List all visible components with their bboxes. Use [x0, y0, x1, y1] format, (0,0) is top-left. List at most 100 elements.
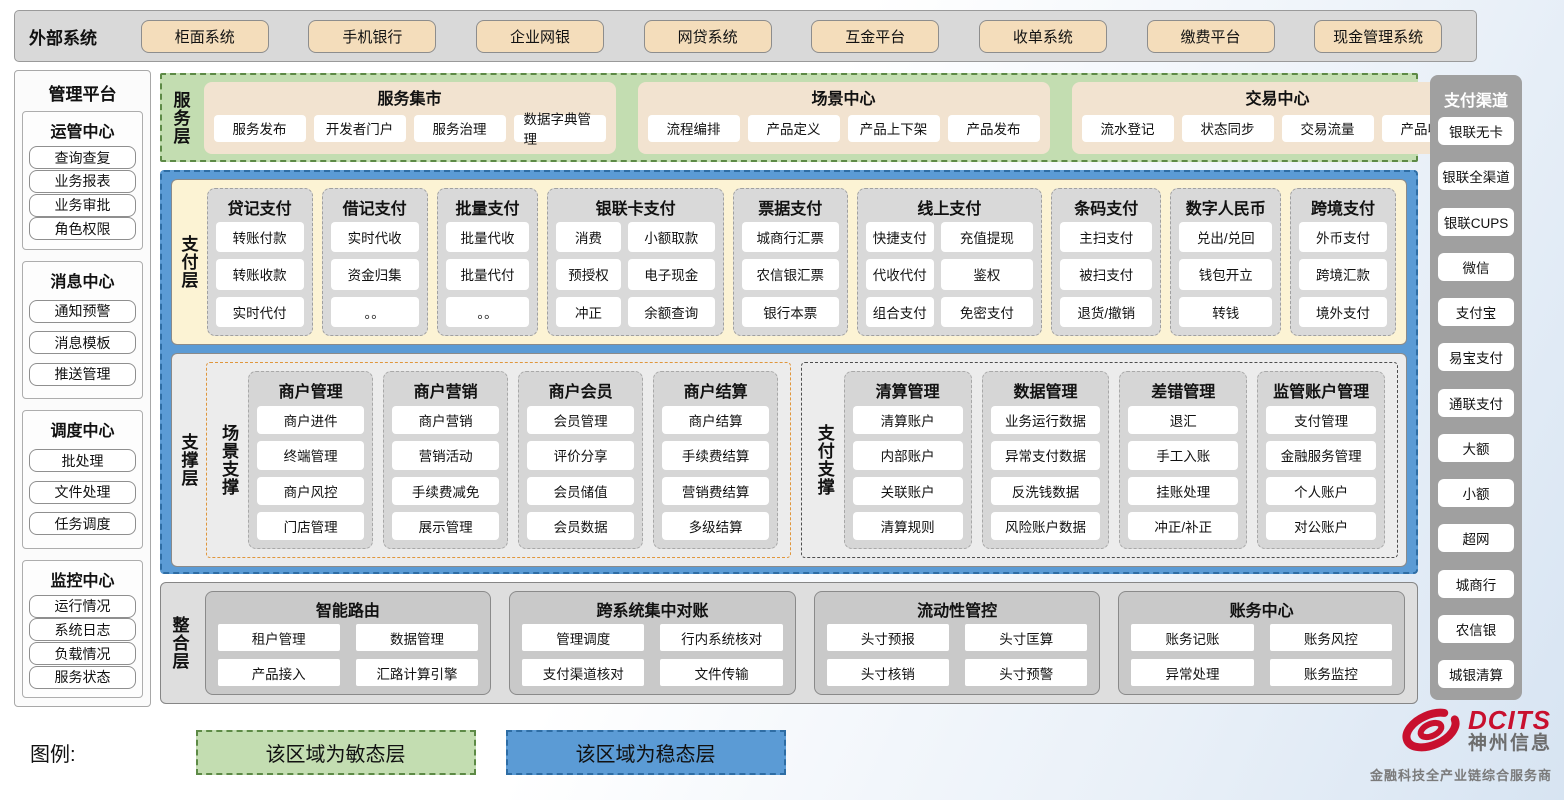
payment-channels-items: 银联无卡银联全渠道银联CUPS微信支付宝易宝支付通联支付大额小额超网城商行农信银… [1438, 117, 1514, 688]
payment-item: 跨境汇款 [1299, 259, 1387, 289]
external-system-box: 手机银行 [308, 20, 436, 53]
service-panel-items: 流程编排产品定义产品上下架产品发布 [648, 109, 1040, 148]
service-item: 服务发布 [214, 115, 306, 142]
payment-channel-item: 超网 [1438, 524, 1514, 552]
support-item: 业务运行数据 [991, 406, 1101, 434]
management-group-items: 通知预警消息模板推送管理 [29, 296, 136, 391]
legend-agile-box: 该区域为敏态层 [196, 730, 476, 775]
payment-item: 预授权 [556, 259, 620, 289]
payment-column: 批量支付批量代收批量代付。。 [437, 188, 539, 336]
payment-item: 代收代付 [866, 259, 934, 289]
management-item: 业务审批 [29, 194, 136, 217]
management-item: 负载情况 [29, 642, 136, 665]
service-item: 服务治理 [414, 115, 506, 142]
management-item: 通知预警 [29, 300, 136, 323]
integration-panel-title: 账务中心 [1131, 594, 1392, 624]
support-item: 手工入账 [1128, 441, 1238, 469]
support-item: 门店管理 [257, 512, 364, 540]
management-item: 服务状态 [29, 666, 136, 689]
integration-panel: 流动性管控头寸预报头寸匡算头寸核销头寸预警 [814, 591, 1101, 695]
integration-panel-items: 租户管理数据管理产品接入汇路计算引擎 [218, 624, 479, 686]
support-item: 挂账处理 [1128, 477, 1238, 505]
integration-item: 汇路计算引擎 [356, 659, 478, 686]
support-item: 评价分享 [527, 441, 634, 469]
support-item: 会员数据 [527, 512, 634, 540]
payment-column-items: 实时代收资金归集。。 [331, 222, 419, 327]
payment-item: 银行本票 [742, 297, 839, 327]
management-item: 任务调度 [29, 512, 136, 535]
integration-item: 文件传输 [660, 659, 782, 686]
external-system-box: 现金管理系统 [1314, 20, 1442, 53]
support-column: 差错管理退汇手工入账挂账处理冲正/补正 [1119, 371, 1247, 549]
management-item: 文件处理 [29, 481, 136, 504]
support-column-items: 退汇手工入账挂账处理冲正/补正 [1128, 406, 1238, 540]
management-item: 角色权限 [29, 217, 136, 240]
payment-column: 借记支付实时代收资金归集。。 [322, 188, 428, 336]
support-column-items: 商户进件终端管理商户风控门店管理 [257, 406, 364, 540]
integration-item: 头寸匡算 [965, 624, 1087, 651]
service-panel-title: 服务集市 [214, 85, 606, 109]
service-panel-title: 场景中心 [648, 85, 1040, 109]
main-architecture-area: 服务层 服务集市服务发布开发者门户服务治理数据字典管理场景中心流程编排产品定义产… [160, 73, 1418, 704]
payment-channel-item: 通联支付 [1438, 389, 1514, 417]
management-item: 业务报表 [29, 170, 136, 193]
management-item: 消息模板 [29, 331, 136, 354]
support-item: 营销费结算 [662, 477, 769, 505]
payment-item: 实时代付 [216, 297, 304, 327]
management-group: 监控中心运行情况系统日志负载情况服务状态 [22, 560, 143, 699]
payment-item: 主扫支付 [1060, 222, 1152, 252]
management-group-title: 运管中心 [29, 116, 136, 146]
payment-column: 跨境支付外币支付跨境汇款境外支付 [1290, 188, 1396, 336]
payment-layer: 支付层 贷记支付转账付款转账收款实时代付借记支付实时代收资金归集。。批量支付批量… [171, 179, 1407, 345]
integration-panel-items: 账务记账账务风控异常处理账务监控 [1131, 624, 1392, 686]
payment-channel-item: 银联CUPS [1438, 208, 1514, 236]
support-item: 关联账户 [853, 477, 963, 505]
service-panel-items: 流水登记状态同步交易流量产品收益 [1082, 109, 1474, 148]
support-column-title: 清算管理 [853, 376, 963, 406]
payment-item: 资金归集 [331, 259, 419, 289]
integration-panel: 跨系统集中对账管理调度行内系统核对支付渠道核对文件传输 [509, 591, 796, 695]
payment-item: 余额查询 [628, 297, 715, 327]
management-group: 消息中心通知预警消息模板推送管理 [22, 261, 143, 400]
payment-item: 退货/撤销 [1060, 297, 1152, 327]
payment-column-title: 银联卡支付 [556, 193, 715, 222]
payment-item: 境外支付 [1299, 297, 1387, 327]
support-section-columns: 商户管理商户进件终端管理商户风控门店管理商户营销商户营销营销活动手续费减免展示管… [248, 371, 778, 549]
logo-tagline: 金融科技全产业链综合服务商 [1370, 765, 1552, 784]
support-item: 退汇 [1128, 406, 1238, 434]
payment-item: 鉴权 [941, 259, 1033, 289]
support-layer-label: 支撑层 [178, 433, 198, 487]
service-item: 流水登记 [1082, 115, 1174, 142]
service-item: 交易流量 [1282, 115, 1374, 142]
integration-item: 账务记账 [1131, 624, 1253, 651]
support-item: 反洗钱数据 [991, 477, 1101, 505]
payment-item: 城商行汇票 [742, 222, 839, 252]
payment-column: 条码支付主扫支付被扫支付退货/撤销 [1051, 188, 1161, 336]
external-systems-label: 外部系统 [29, 24, 121, 49]
payment-channel-item: 农信银 [1438, 615, 1514, 643]
payment-channel-item: 支付宝 [1438, 298, 1514, 326]
payment-channel-item: 易宝支付 [1438, 343, 1514, 371]
payment-channel-item: 银联无卡 [1438, 117, 1514, 145]
management-group: 调度中心批处理文件处理任务调度 [22, 410, 143, 549]
legend-stable-box: 该区域为稳态层 [506, 730, 786, 775]
support-item: 展示管理 [392, 512, 499, 540]
integration-panel: 智能路由租户管理数据管理产品接入汇路计算引擎 [205, 591, 492, 695]
integration-item: 租户管理 [218, 624, 340, 651]
payment-item: 电子现金 [628, 259, 715, 289]
service-layer: 服务层 服务集市服务发布开发者门户服务治理数据字典管理场景中心流程编排产品定义产… [160, 73, 1418, 162]
support-section-label: 支付支撑 [814, 424, 834, 496]
payment-column-items: 主扫支付被扫支付退货/撤销 [1060, 222, 1152, 327]
payment-item: 组合支付 [866, 297, 934, 327]
payment-channels-title: 支付渠道 [1438, 83, 1514, 117]
payment-column-title: 数字人民币 [1179, 193, 1271, 222]
management-item: 查询查复 [29, 146, 136, 169]
support-column: 商户会员会员管理评价分享会员储值会员数据 [518, 371, 643, 549]
management-group-title: 消息中心 [29, 266, 136, 296]
payment-item: 充值提现 [941, 222, 1033, 252]
support-column-items: 商户营销营销活动手续费减免展示管理 [392, 406, 499, 540]
support-item: 对公账户 [1266, 512, 1376, 540]
support-layer: 支撑层 场景支撑商户管理商户进件终端管理商户风控门店管理商户营销商户营销营销活动… [171, 353, 1407, 567]
support-item: 多级结算 [662, 512, 769, 540]
management-group-items: 批处理文件处理任务调度 [29, 445, 136, 540]
